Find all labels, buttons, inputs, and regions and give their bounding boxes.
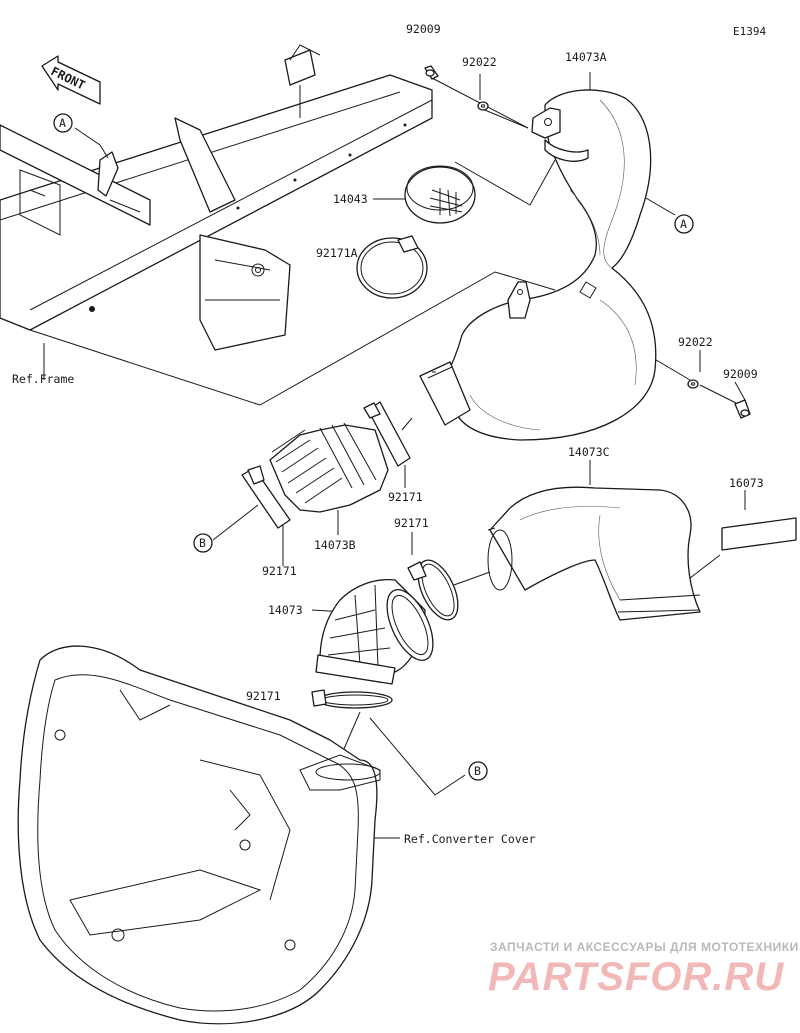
diagram-code: E1394	[733, 25, 766, 38]
front-arrow-icon	[41, 55, 101, 105]
clamp-92171-left	[241, 465, 291, 529]
boot-14073B	[269, 422, 389, 513]
duct-14073C	[487, 486, 701, 621]
label-92009-top: 92009	[406, 22, 441, 36]
frame-structure	[0, 44, 433, 351]
svg-text:A: A	[680, 217, 687, 231]
label-16073: 16073	[729, 476, 764, 490]
label-92022-right: 92022	[678, 335, 713, 349]
intake-14073	[315, 579, 434, 685]
svg-text:B: B	[474, 764, 481, 778]
label-92009-right: 92009	[723, 367, 758, 381]
label-14073B: 14073B	[314, 538, 356, 552]
svg-text:B: B	[199, 536, 206, 550]
callout-a-right: A	[674, 214, 694, 234]
clamp-92171-bottom	[311, 689, 393, 709]
label-92171A: 92171A	[316, 246, 358, 260]
duct-14073A	[419, 89, 657, 441]
label-92171-c: 92171	[394, 516, 429, 530]
label-16073	[721, 517, 797, 551]
converter-cover	[17, 645, 381, 1025]
callout-b-bottom: B	[468, 761, 488, 781]
label-14043: 14043	[333, 192, 368, 206]
label-92171-left: 92171	[262, 564, 297, 578]
clamp-92171-c	[407, 559, 459, 621]
label-14073A: 14073A	[565, 50, 607, 64]
ref-converter-cover-label: Ref.Converter Cover	[404, 832, 536, 846]
washer-92022-right	[687, 379, 699, 389]
callout-a-top: A	[53, 113, 73, 133]
washer-92022-top	[477, 101, 489, 111]
label-14073C: 14073C	[568, 445, 610, 459]
clamp-92171A	[356, 235, 428, 299]
label-92022-top: 92022	[462, 55, 497, 69]
screen-14043	[404, 165, 476, 224]
label-92171-bottom: 92171	[246, 689, 281, 703]
watermark-tagline: ЗАПЧАСТИ И АКСЕССУАРЫ ДЛЯ МОТОТЕХНИКИ	[490, 940, 799, 954]
label-92171-mid: 92171	[388, 490, 423, 504]
bolt-92009-top	[424, 65, 439, 80]
bolt-92009-right	[734, 399, 751, 419]
svg-text:A: A	[59, 116, 66, 130]
label-14073: 14073	[268, 603, 303, 617]
watermark-brand-logo: PARTSFOR.RU	[488, 955, 784, 999]
callout-b-left: B	[193, 533, 213, 553]
clamp-92171-upper	[363, 401, 411, 467]
ref-frame-label: Ref.Frame	[12, 372, 74, 386]
